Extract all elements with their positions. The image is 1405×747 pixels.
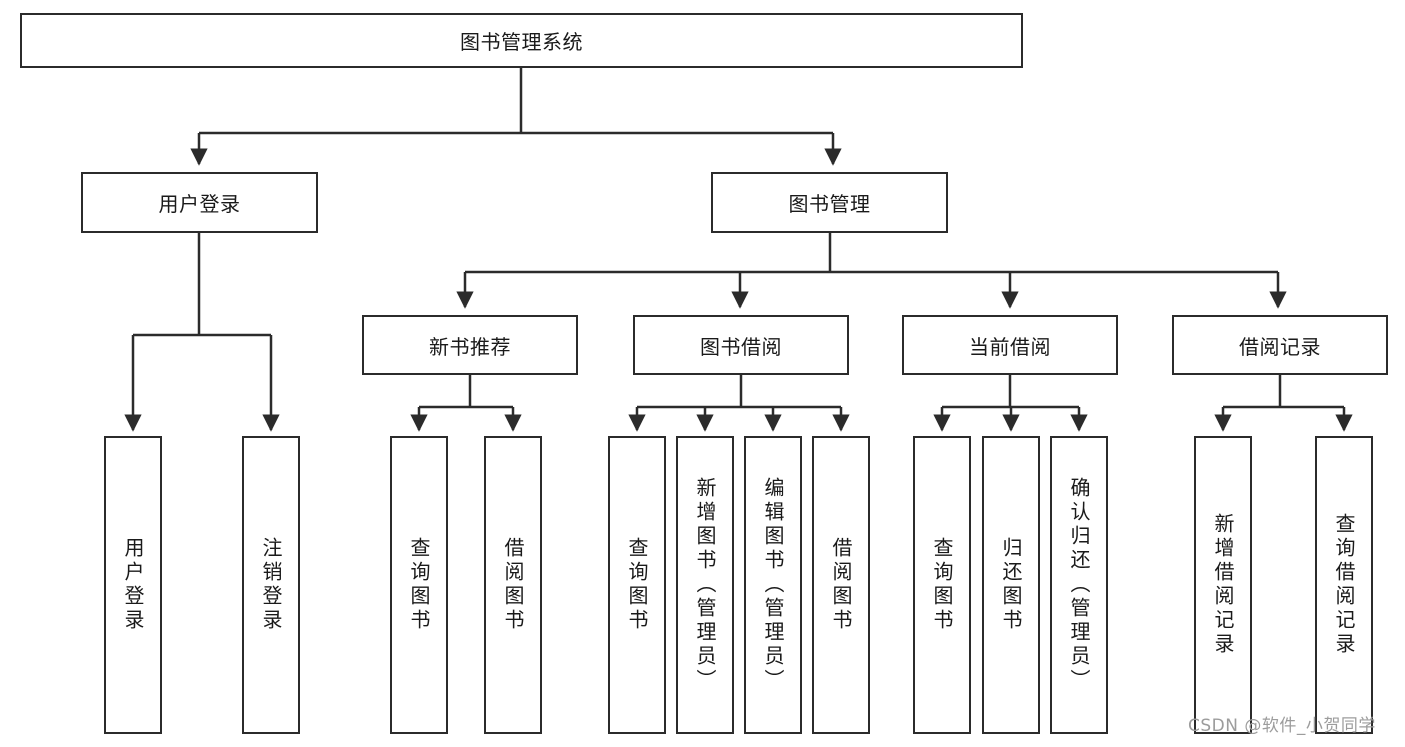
leaf-user-login-login[interactable]: 用户登录 — [104, 436, 162, 734]
node-label: 借阅图书 — [501, 537, 525, 633]
node-label: 查询借阅记录 — [1332, 513, 1356, 657]
node-label: 新增借阅记录 — [1211, 513, 1235, 657]
node-label: 新书推荐 — [429, 334, 511, 359]
node-label: 查询图书 — [930, 537, 954, 633]
leaf-current-confirm-return-admin[interactable]: 确认归还（管理员） — [1050, 436, 1108, 734]
node-label: 图书管理系统 — [460, 30, 583, 54]
node-label: 查询图书 — [407, 537, 431, 633]
node-borrow-record[interactable]: 借阅记录 — [1172, 315, 1388, 375]
node-book-borrow[interactable]: 图书借阅 — [633, 315, 849, 375]
leaf-borrow-add-book-admin[interactable]: 新增图书（管理员） — [676, 436, 734, 734]
leaf-recommend-query-book[interactable]: 查询图书 — [390, 436, 448, 734]
node-label: 查询图书 — [625, 537, 649, 633]
node-book-management[interactable]: 图书管理 — [711, 172, 948, 233]
leaf-current-return-book[interactable]: 归还图书 — [982, 436, 1040, 734]
watermark: CSDN @软件_小贺同学 — [1188, 716, 1376, 736]
node-label: 借阅图书 — [829, 537, 853, 633]
node-current-borrow[interactable]: 当前借阅 — [902, 315, 1118, 375]
node-label: 归还图书 — [999, 537, 1023, 633]
node-label: 确认归还（管理员） — [1067, 477, 1091, 693]
node-root-system[interactable]: 图书管理系统 — [20, 13, 1023, 68]
node-user-login[interactable]: 用户登录 — [81, 172, 318, 233]
node-label: 图书管理 — [788, 192, 871, 216]
leaf-recommend-borrow-book[interactable]: 借阅图书 — [484, 436, 542, 734]
node-label: 图书借阅 — [700, 334, 782, 359]
leaf-borrow-borrow-book[interactable]: 借阅图书 — [812, 436, 870, 734]
leaf-record-add-record[interactable]: 新增借阅记录 — [1194, 436, 1252, 734]
node-label: 用户登录 — [158, 192, 241, 216]
leaf-current-query-book[interactable]: 查询图书 — [913, 436, 971, 734]
node-label: 借阅记录 — [1239, 334, 1321, 359]
node-label: 新增图书（管理员） — [693, 477, 717, 693]
node-label: 当前借阅 — [969, 334, 1051, 359]
leaf-borrow-edit-book-admin[interactable]: 编辑图书（管理员） — [744, 436, 802, 734]
leaf-user-login-logout[interactable]: 注销登录 — [242, 436, 300, 734]
leaf-borrow-query-book[interactable]: 查询图书 — [608, 436, 666, 734]
node-label: 用户登录 — [121, 537, 145, 633]
leaf-record-query-record[interactable]: 查询借阅记录 — [1315, 436, 1373, 734]
node-new-book-recommend[interactable]: 新书推荐 — [362, 315, 578, 375]
node-label: 注销登录 — [259, 537, 283, 633]
node-label: 编辑图书（管理员） — [761, 477, 785, 693]
